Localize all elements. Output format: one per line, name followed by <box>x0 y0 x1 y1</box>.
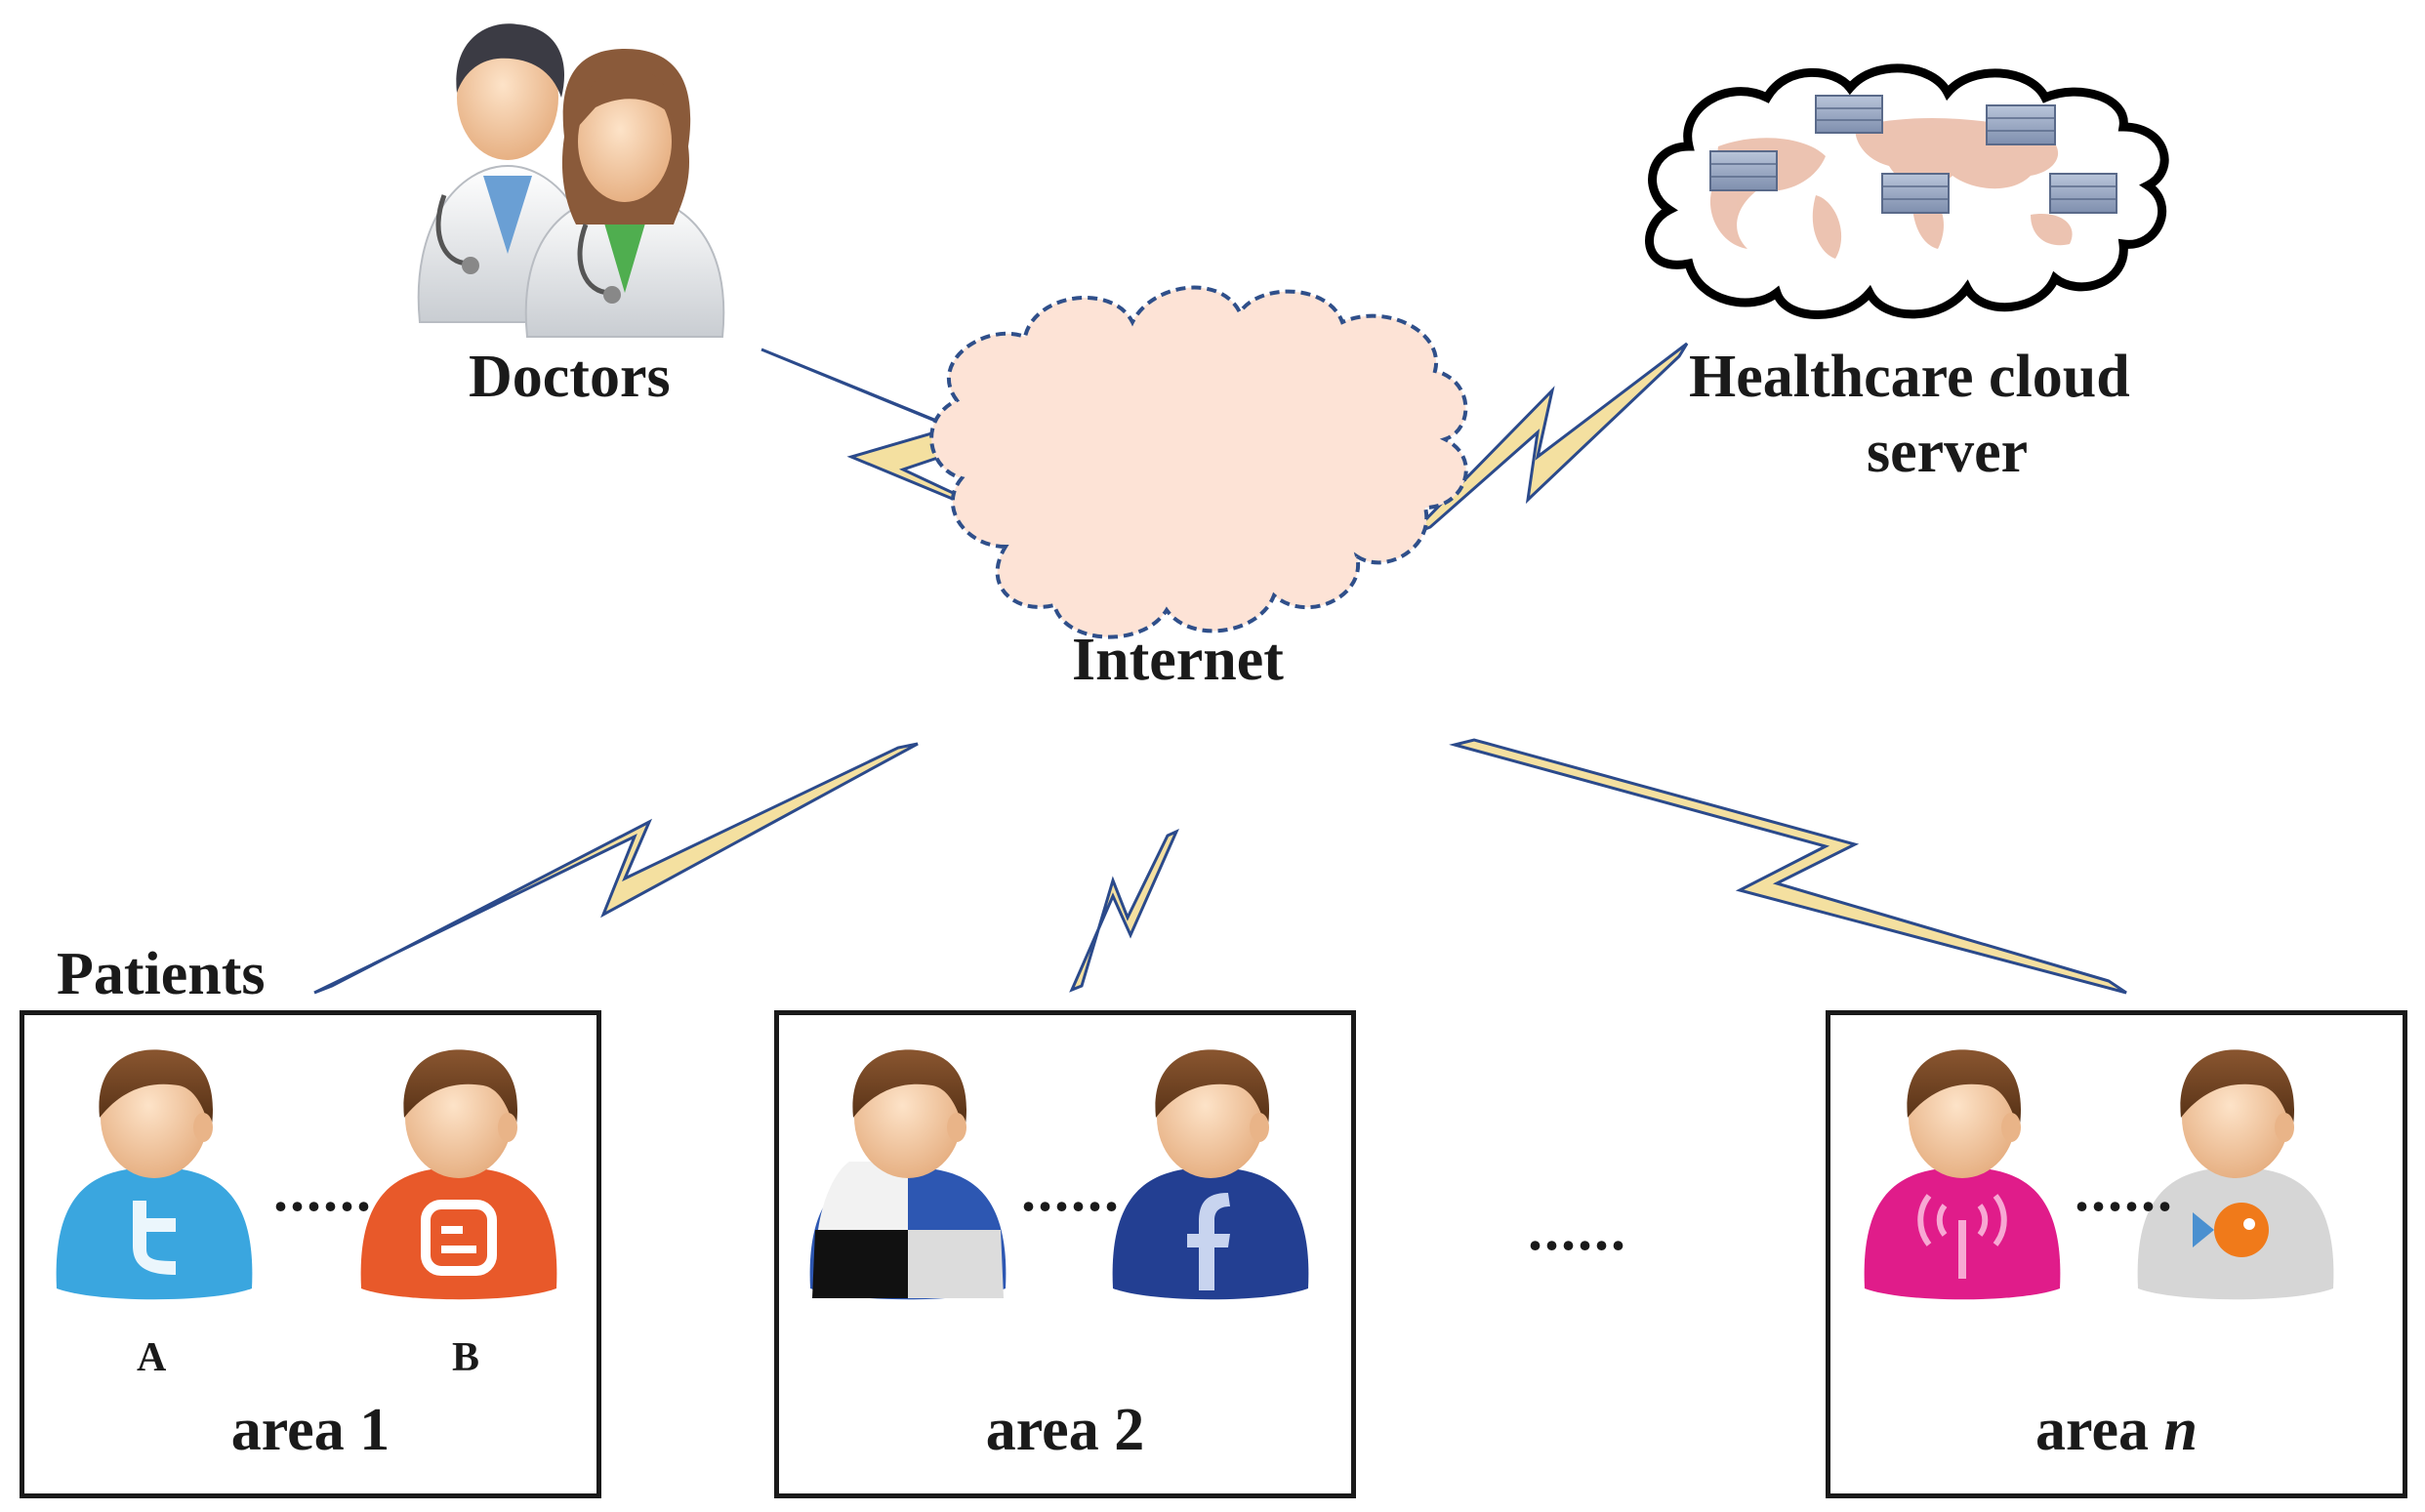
link-arean-internet <box>1449 738 2127 995</box>
patient-hair <box>1907 1049 2021 1132</box>
patient-figure <box>56 1049 253 1300</box>
between-areas-ellipsis: ...... <box>1528 1198 1627 1262</box>
area-n-box: ...... area n <box>1826 1010 2407 1498</box>
antenna-icon <box>1917 1194 2007 1279</box>
area-1-box: ...... A B area 1 <box>20 1010 601 1498</box>
patient-figure <box>1864 1049 2061 1300</box>
patients-label: Patients <box>57 941 266 1007</box>
facebook-icon <box>1187 1193 1230 1290</box>
female-doctor-icon <box>524 49 725 338</box>
server-icons <box>1709 95 2117 214</box>
doctors-icon <box>417 23 725 338</box>
healthcare-cloud-icon <box>1645 63 2169 319</box>
area-n-ellipsis: ...... <box>2075 1159 2174 1223</box>
patient-hair <box>403 1049 517 1132</box>
internet-cloud <box>929 285 1468 639</box>
link-area2-internet <box>1069 829 1179 993</box>
fish-icon <box>2193 1203 2269 1257</box>
patient-figure <box>1112 1049 1309 1300</box>
patient-hair <box>99 1049 213 1132</box>
area-n-label: area n <box>2035 1397 2198 1463</box>
checker-shirt-icon <box>812 1230 908 1298</box>
internet-label: Internet <box>1072 627 1284 693</box>
patient-figure <box>809 1049 1007 1300</box>
patient-figure <box>2137 1049 2334 1300</box>
patient-figure <box>360 1049 557 1300</box>
link-area1-internet <box>313 742 919 995</box>
patient-b-label: B <box>452 1335 480 1380</box>
patient-hair <box>852 1049 966 1132</box>
area-1-label: area 1 <box>230 1397 390 1463</box>
doctors-label: Doctors <box>469 344 671 410</box>
area-2-ellipsis: ...... <box>1021 1159 1121 1223</box>
area-1-ellipsis: ...... <box>273 1159 373 1223</box>
cloud-server-label-line2: server <box>1867 419 2029 485</box>
patient-hair <box>1155 1049 1269 1132</box>
patient-shirt <box>56 1167 253 1300</box>
link-cloud-internet <box>1409 342 1689 537</box>
patients-layer <box>56 1049 2334 1300</box>
cloud-server-label-line1: Healthcare cloud <box>1689 344 2130 410</box>
twitter-icon <box>133 1201 176 1275</box>
area-2-box: ...... area 2 <box>774 1010 1356 1498</box>
patient-hair <box>2180 1049 2294 1132</box>
area-2-label: area 2 <box>985 1397 1145 1463</box>
blogger-icon <box>421 1200 497 1276</box>
patient-a-label: A <box>137 1335 167 1380</box>
